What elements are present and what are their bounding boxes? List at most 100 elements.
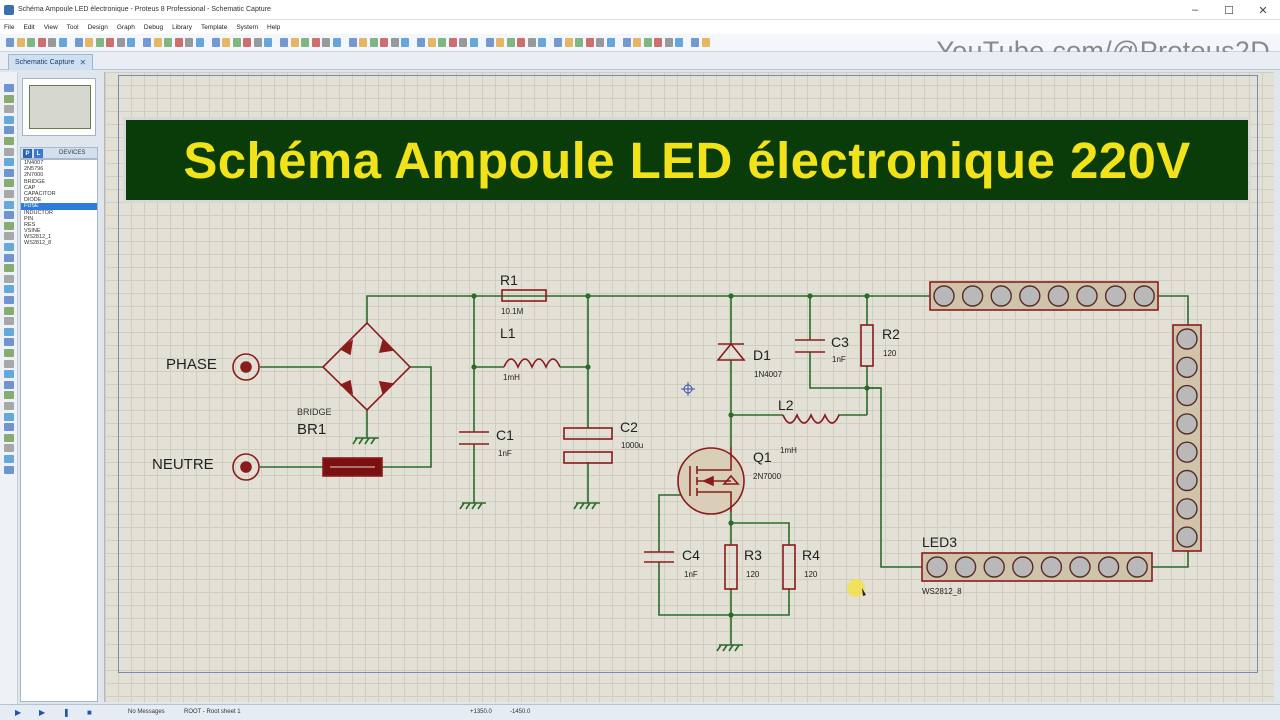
tool-mode-icon[interactable]: [4, 179, 14, 188]
minimize-button[interactable]: –: [1191, 4, 1199, 16]
menu-tool[interactable]: Tool: [66, 23, 79, 31]
toolbar-button-icon[interactable]: [264, 38, 272, 47]
tool-mode-icon[interactable]: [4, 306, 14, 315]
toolbar-button-icon[interactable]: [485, 38, 494, 47]
toolbar-button-icon[interactable]: [211, 38, 220, 47]
tool-mode-icon[interactable]: [4, 232, 14, 241]
menu-graph[interactable]: Graph: [116, 23, 135, 31]
toolbar-button-icon[interactable]: [195, 38, 204, 47]
tool-mode-icon[interactable]: [4, 105, 14, 114]
tool-mode-icon[interactable]: [4, 433, 14, 442]
menu-design[interactable]: Design: [87, 23, 108, 31]
toolbar-button-icon[interactable]: [48, 38, 56, 47]
menu-help[interactable]: Help: [267, 23, 281, 31]
tool-mode-icon[interactable]: [4, 423, 14, 432]
tool-mode-icon[interactable]: [4, 412, 14, 421]
toolbar-button-icon[interactable]: [322, 38, 330, 47]
toolbar-button-icon[interactable]: [506, 38, 515, 47]
tool-mode-icon[interactable]: [4, 338, 14, 347]
toolbar-button-icon[interactable]: [280, 38, 288, 47]
toolbar-button-icon[interactable]: [348, 38, 357, 47]
overview-window[interactable]: [22, 78, 96, 136]
toolbar-button-icon[interactable]: [243, 38, 251, 47]
tool-mode-icon[interactable]: [4, 296, 14, 304]
toolbar-button-icon[interactable]: [116, 38, 125, 47]
stop-icon[interactable]: ■: [87, 708, 92, 717]
toolbar-button-icon[interactable]: [153, 38, 162, 47]
play-icon[interactable]: ▶: [15, 708, 22, 717]
tool-mode-icon[interactable]: [4, 264, 14, 273]
tool-mode-icon[interactable]: [4, 115, 14, 124]
toolbar-button-icon[interactable]: [74, 38, 83, 47]
tool-mode-icon[interactable]: [4, 84, 14, 92]
tool-mode-icon[interactable]: [4, 137, 14, 145]
close-icon[interactable]: ✕: [79, 58, 87, 67]
toolbar-button-icon[interactable]: [606, 38, 615, 47]
toolbar-button-icon[interactable]: [675, 38, 683, 47]
toolbar-button-icon[interactable]: [332, 38, 341, 47]
tool-mode-icon[interactable]: [4, 221, 14, 230]
toolbar-button-icon[interactable]: [85, 38, 93, 47]
toolbar-button-icon[interactable]: [380, 38, 388, 47]
maximize-button[interactable]: ☐: [1224, 4, 1234, 17]
tool-mode-icon[interactable]: [4, 327, 14, 336]
toolbar-button-icon[interactable]: [390, 38, 399, 47]
status-messages[interactable]: No Messages: [128, 709, 165, 715]
pause-icon[interactable]: ❚: [63, 708, 70, 717]
toolbar-button-icon[interactable]: [554, 38, 562, 47]
toolbar-button-icon[interactable]: [575, 38, 583, 47]
toolbar-button-icon[interactable]: [469, 38, 478, 47]
device-list-item[interactable]: FUSE: [21, 203, 97, 210]
tool-mode-icon[interactable]: [4, 94, 14, 103]
library-button[interactable]: L: [34, 149, 43, 158]
tool-mode-icon[interactable]: [4, 370, 14, 379]
device-list-item[interactable]: 2N7000: [24, 172, 44, 179]
toolbar-button-icon[interactable]: [185, 38, 193, 47]
menu-file[interactable]: File: [4, 23, 15, 31]
menu-edit[interactable]: Edit: [23, 23, 35, 31]
toolbar-button-icon[interactable]: [633, 38, 641, 47]
tool-mode-icon[interactable]: [4, 243, 14, 251]
tool-mode-icon[interactable]: [4, 455, 14, 463]
device-list-item[interactable]: RES: [24, 221, 36, 228]
device-list-item[interactable]: 2N5796: [24, 166, 44, 173]
toolbar-button-icon[interactable]: [654, 38, 662, 47]
tool-mode-icon[interactable]: [4, 359, 14, 368]
tool-mode-icon[interactable]: [4, 444, 14, 453]
toolbar-button-icon[interactable]: [143, 38, 151, 47]
toolbar-button-icon[interactable]: [6, 38, 14, 47]
toolbar-button-icon[interactable]: [232, 38, 241, 47]
toolbar-button-icon[interactable]: [527, 38, 536, 47]
toolbar-button-icon[interactable]: [16, 38, 25, 47]
toolbar-button-icon[interactable]: [369, 38, 378, 47]
toolbar-button-icon[interactable]: [164, 38, 172, 47]
toolbar-button-icon[interactable]: [37, 38, 46, 47]
toolbar-button-icon[interactable]: [448, 38, 457, 47]
toolbar-button-icon[interactable]: [496, 38, 504, 47]
toolbar-button-icon[interactable]: [459, 38, 467, 47]
tab-schematic-capture[interactable]: Schematic Capture ✕: [8, 54, 94, 70]
tool-mode-icon[interactable]: [4, 211, 14, 220]
device-list-item[interactable]: CAPACITOR: [24, 190, 56, 197]
close-window-button[interactable]: ✕: [1258, 4, 1268, 17]
tool-mode-icon[interactable]: [4, 200, 14, 209]
toolbar-button-icon[interactable]: [585, 38, 594, 47]
toolbar-button-icon[interactable]: [701, 38, 710, 47]
toolbar-button-icon[interactable]: [253, 38, 262, 47]
toolbar-button-icon[interactable]: [622, 38, 631, 47]
tool-mode-icon[interactable]: [4, 158, 14, 167]
menu-template[interactable]: Template: [200, 23, 228, 31]
tool-mode-icon[interactable]: [4, 168, 14, 177]
toolbar-button-icon[interactable]: [58, 38, 67, 47]
toolbar-button-icon[interactable]: [290, 38, 299, 47]
toolbar-button-icon[interactable]: [538, 38, 546, 47]
device-list-item[interactable]: WS2812_8: [24, 240, 52, 247]
tool-mode-icon[interactable]: [4, 391, 14, 400]
pick-device-button[interactable]: P: [23, 149, 32, 158]
toolbar-button-icon[interactable]: [127, 38, 135, 47]
device-list-item[interactable]: INDUCTOR: [24, 209, 53, 216]
menu-view[interactable]: View: [43, 23, 58, 31]
toolbar-button-icon[interactable]: [691, 38, 699, 47]
toolbar-button-icon[interactable]: [596, 38, 604, 47]
toolbar-button-icon[interactable]: [222, 38, 230, 47]
